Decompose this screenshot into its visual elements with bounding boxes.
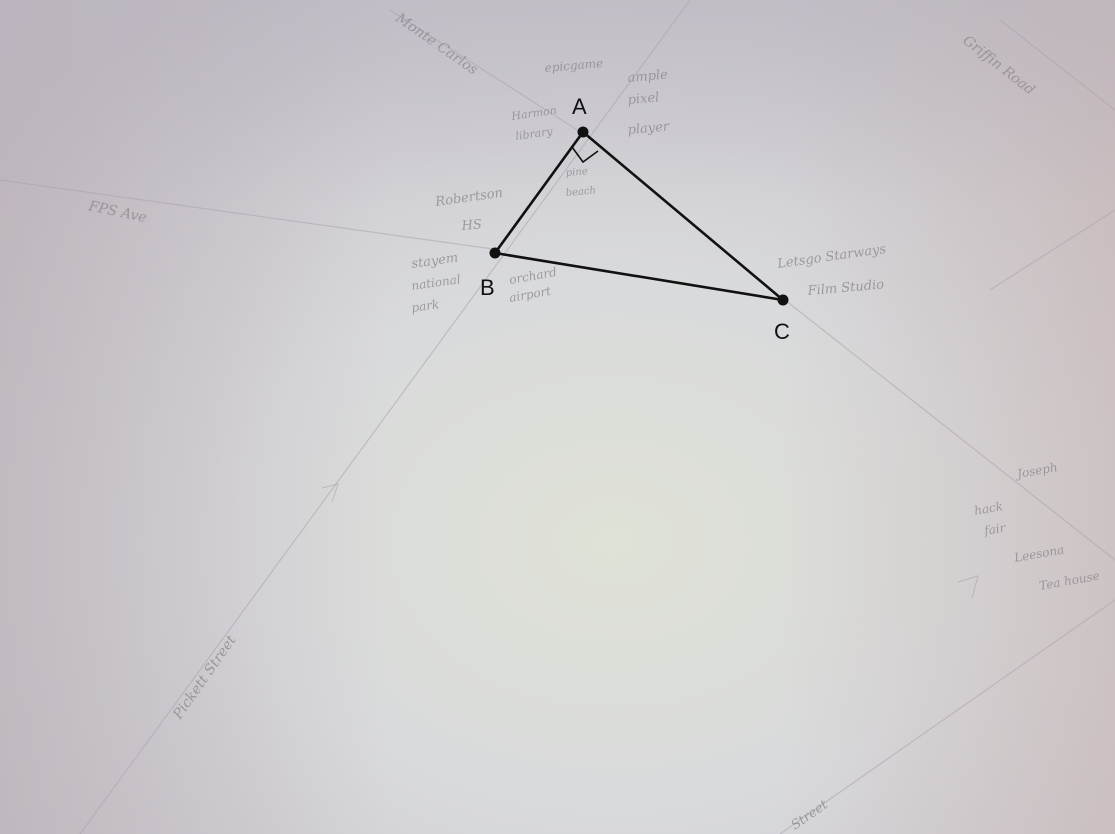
- svg-text:player: player: [627, 119, 670, 138]
- vertex-a-label: A: [572, 94, 587, 119]
- vertex-c-point: [777, 294, 789, 306]
- pencil-ticks: [321, 483, 979, 599]
- pencil-tick-left: [321, 483, 339, 503]
- triangle-abc: [493, 130, 785, 302]
- street-line-upper-left: [389, 9, 586, 136]
- street-line-bottom-right: [779, 599, 1115, 834]
- street-line-horizontal: [0, 179, 501, 251]
- street-line-top-right: [999, 19, 1115, 111]
- svg-text:fair: fair: [982, 520, 1008, 538]
- right-angle-marker: [571, 146, 599, 164]
- svg-text:park: park: [410, 297, 440, 315]
- svg-text:Film Studio: Film Studio: [806, 277, 885, 299]
- svg-text:national: national: [410, 272, 461, 293]
- svg-text:ample: ample: [627, 68, 669, 86]
- svg-text:Harmon: Harmon: [510, 104, 558, 123]
- vertex-b-label: B: [480, 275, 495, 300]
- svg-text:beach: beach: [565, 185, 596, 199]
- svg-text:pine: pine: [565, 166, 588, 179]
- vertex-b-point: [489, 247, 501, 259]
- street-line-far-right: [989, 209, 1115, 291]
- svg-text:pixel: pixel: [627, 90, 660, 108]
- vertex-a-point: [577, 126, 589, 138]
- svg-text:epicgame: epicgame: [544, 56, 604, 75]
- triangle: A B C: [480, 94, 790, 344]
- svg-text:library: library: [515, 125, 555, 143]
- pencil-tick-right: [957, 575, 979, 599]
- svg-text:HS: HS: [460, 217, 483, 234]
- street-line-diagonal: [79, 0, 691, 834]
- street-line-right: [784, 299, 1115, 561]
- svg-text:stayem: stayem: [410, 251, 459, 272]
- vertex-c-label: C: [774, 319, 790, 344]
- svg-text:hack: hack: [973, 499, 1004, 518]
